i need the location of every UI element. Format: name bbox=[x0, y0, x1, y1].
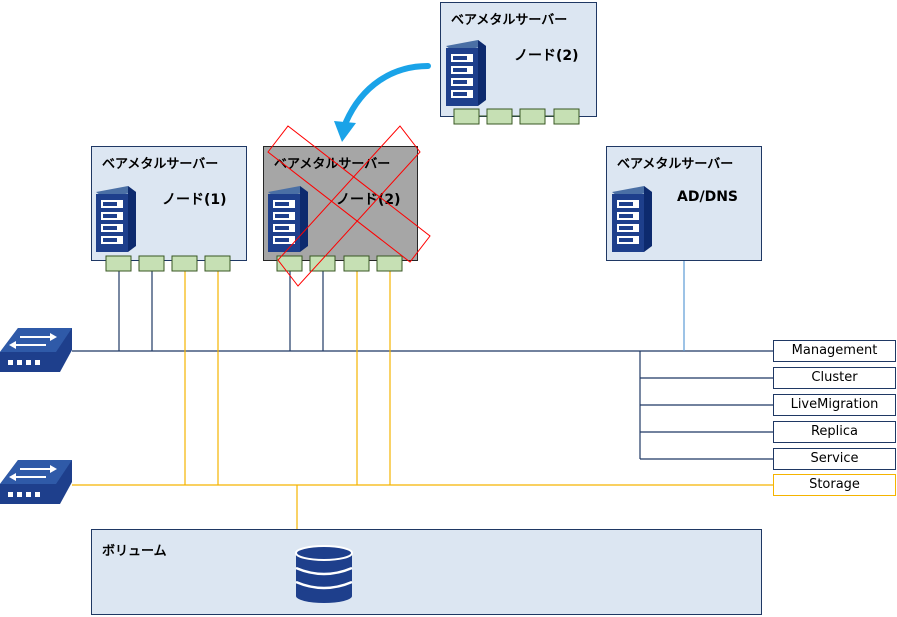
node-label: AD/DNS bbox=[677, 189, 738, 205]
nic-port bbox=[204, 255, 231, 272]
network-switch-icon bbox=[0, 459, 73, 505]
server-icon bbox=[268, 186, 308, 252]
server-title: ベアメタルサーバー bbox=[617, 157, 734, 172]
volume-box: ボリューム bbox=[91, 529, 762, 615]
server-icon bbox=[612, 186, 652, 252]
nic-port bbox=[105, 255, 132, 272]
node-label: ノード(1) bbox=[162, 192, 227, 208]
volume-title: ボリューム bbox=[102, 544, 167, 559]
nic-port bbox=[486, 108, 513, 125]
nic-port bbox=[376, 255, 403, 272]
network-label-replica: Replica bbox=[773, 421, 896, 443]
network-label-management: Management bbox=[773, 340, 896, 362]
nic-port bbox=[171, 255, 198, 272]
failure-cross bbox=[267, 125, 431, 287]
node-label: ノード(2) bbox=[514, 48, 579, 64]
network-label-livemigration: LiveMigration bbox=[773, 394, 896, 416]
network-label-service: Service bbox=[773, 448, 896, 470]
server-icon bbox=[446, 40, 486, 106]
database-icon bbox=[295, 545, 353, 603]
network-switch-icon bbox=[0, 327, 73, 373]
node-label: ノード(2) bbox=[336, 192, 401, 208]
nic-port bbox=[519, 108, 546, 125]
nic-port bbox=[553, 108, 580, 125]
server-title: ベアメタルサーバー bbox=[102, 157, 219, 172]
nic-port bbox=[138, 255, 165, 272]
server-icon bbox=[96, 186, 136, 252]
nic-port bbox=[343, 255, 370, 272]
nic-port bbox=[453, 108, 480, 125]
network-label-cluster: Cluster bbox=[773, 367, 896, 389]
migration-arrow bbox=[334, 63, 431, 142]
network-label-storage: Storage bbox=[773, 474, 896, 496]
server-title: ベアメタルサーバー bbox=[451, 13, 568, 28]
